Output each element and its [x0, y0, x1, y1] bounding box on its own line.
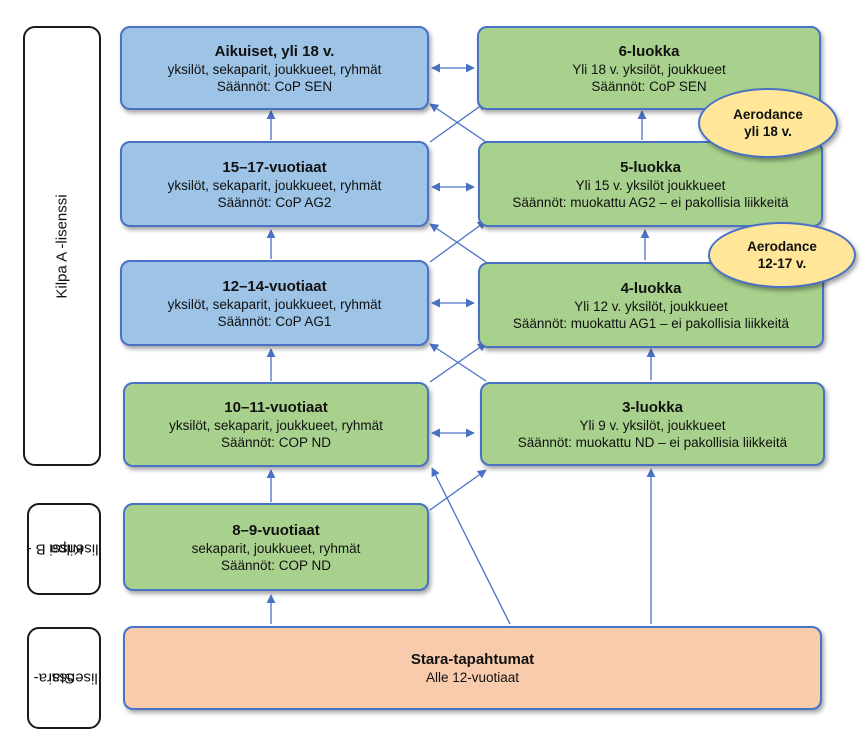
class-6-rules: Säännöt: CoP SEN [591, 78, 707, 94]
age-group-10-11-events: yksilöt, sekaparit, joukkueet, ryhmät [169, 418, 383, 433]
age-group-15-17-events: yksilöt, sekaparit, joukkueet, ryhmät [167, 177, 382, 193]
aerodance-12-17-line2: 12-17 v. [757, 256, 807, 271]
class-4-events: Yli 12 v. yksilöt, joukkueet [574, 298, 728, 314]
age-group-12-14-events: yksilöt, sekaparit, joukkueet, ryhmät [167, 296, 382, 312]
aerodance-over-18-line2: yli 18 v. [744, 124, 792, 139]
age-group-10-11-title: 10–11-vuotiaat [224, 399, 328, 416]
arrow-4-to-15-17 [429, 223, 487, 263]
class-3: 3-luokka Yli 9 v. yksilöt, joukkueet Sää… [480, 382, 825, 466]
class-3-title: 3-luokka [622, 398, 683, 416]
class-4-rules: Säännöt: muokattu AG1 – ei pakollisia li… [512, 315, 790, 331]
age-group-15-17-rules: Säännöt: CoP AG2 [217, 194, 332, 210]
age-group-10-11: 10–11-vuotiaat yksilöt, sekaparit, joukk… [123, 382, 429, 467]
stara-events-title: Stara-tapahtumat [410, 651, 535, 668]
class-6: 6-luokka Yli 18 v. yksilöt, joukkueet Sä… [477, 26, 821, 110]
age-group-15-17: 15–17-vuotiaat yksilöt, sekaparit, joukk… [120, 141, 429, 227]
class-5-rules: Säännöt: muokattu AG2 – ei pakollisia li… [512, 194, 789, 210]
age-group-12-14: 12–14-vuotiaat yksilöt, sekaparit, joukk… [120, 260, 429, 346]
age-group-8-9-title: 8–9-vuotiaat [232, 521, 320, 539]
age-group-adults-title: Aikuiset, yli 18 v. [214, 42, 335, 60]
license-kilpa-a-label: Kilpa A -lisenssi [53, 193, 71, 299]
stara-events-age: Alle 12-vuotiaat [425, 670, 520, 685]
aerodance-over-18-line1: Aerodance [733, 107, 803, 122]
class-3-rules: Säännöt: muokattu ND – ei pakollisia lii… [517, 434, 788, 450]
class-6-title: 6-luokka [618, 42, 680, 60]
age-group-8-9: 8–9-vuotiaat sekaparit, joukkueet, ryhmä… [123, 503, 429, 591]
age-group-8-9-rules: Säännöt: COP ND [220, 557, 332, 573]
arrow-5-to-adults [429, 103, 487, 143]
aerodance-12-17-badge: Aerodance 12-17 v. [708, 222, 856, 288]
stara-events: Stara-tapahtumat Alle 12-vuotiaat [123, 626, 822, 710]
license-kilpa-a: Kilpa A -lisenssi [23, 26, 101, 466]
arrow-8-9-to-3 [429, 469, 487, 511]
age-group-8-9-events: sekaparit, joukkueet, ryhmät [191, 540, 361, 556]
class-5-events: Yli 15 v. yksilöt joukkueet [575, 177, 726, 193]
age-group-10-11-rules: Säännöt: COP ND [220, 435, 332, 450]
license-kilpa-b-label-2: lisenssi [48, 540, 99, 558]
age-group-adults: Aikuiset, yli 18 v. yksilöt, sekaparit, … [120, 26, 429, 110]
class-3-events: Yli 9 v. yksilöt, joukkueet [579, 417, 726, 433]
license-stara: Stara-lisenssi [27, 627, 101, 729]
license-stara-label-2: lisenssi [48, 669, 99, 687]
arrow-12-14-to-5 [429, 220, 487, 263]
class-4: 4-luokka Yli 12 v. yksilöt, joukkueet Sä… [478, 262, 824, 348]
aerodance-12-17-line1: Aerodance [747, 239, 817, 254]
age-group-12-14-rules: Säännöt: CoP AG1 [217, 313, 332, 329]
age-group-15-17-title: 15–17-vuotiaat [222, 158, 327, 176]
age-group-12-14-title: 12–14-vuotiaat [222, 277, 327, 295]
arrow-3-to-12-14 [429, 343, 487, 382]
age-group-adults-events: yksilöt, sekaparit, joukkueet, ryhmät [167, 61, 382, 77]
class-4-title: 4-luokka [620, 279, 682, 297]
license-kilpa-b: Kilpa B -lisenssi [26, 503, 101, 595]
aerodance-over-18-badge: Aerodance yli 18 v. [698, 88, 838, 158]
class-5-title: 5-luokka [620, 158, 681, 176]
arrow-stara-to-10-11 [431, 467, 511, 625]
arrow-15-17-to-6 [429, 101, 487, 143]
age-group-adults-rules: Säännöt: CoP SEN [216, 78, 333, 94]
class-6-events: Yli 18 v. yksilöt, joukkueet [572, 61, 726, 77]
